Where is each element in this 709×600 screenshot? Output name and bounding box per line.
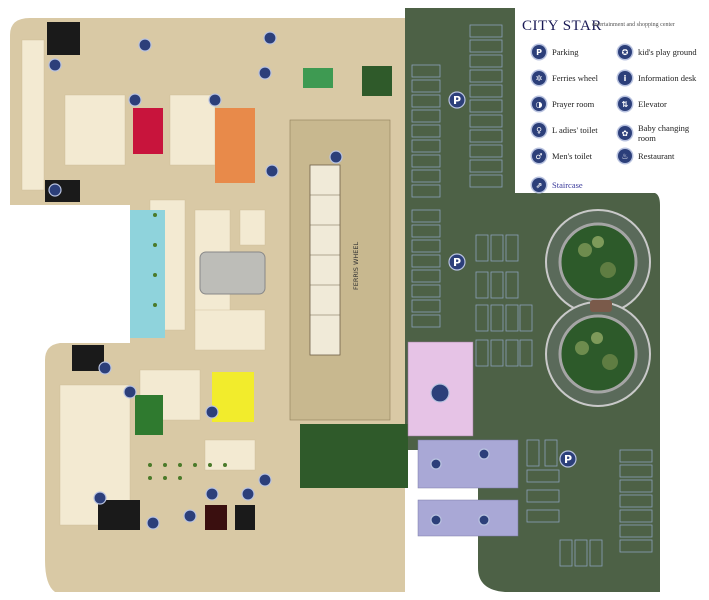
legend-item-ladies-toilet: ♀ L adies' toilet <box>532 123 598 137</box>
restaurant-green <box>135 395 163 435</box>
elevator-icon <box>263 31 277 45</box>
legend-label: Staircase <box>552 180 583 190</box>
legend-item-parking: P Parking <box>532 45 578 59</box>
parking-stalls <box>411 24 653 567</box>
legend-label: Information desk <box>638 73 697 83</box>
central-hall <box>199 251 266 295</box>
restaurant-icon <box>205 405 219 419</box>
legend-item-ferris-wheel: ✲ Ferries wheel <box>532 71 598 85</box>
legend-subtitle: entertainment and shopping center <box>592 22 675 28</box>
restaurant-icon <box>48 58 62 72</box>
ferris-wheel-track <box>309 164 341 356</box>
water-feature <box>130 210 165 338</box>
legend-label: Elevator <box>638 99 667 109</box>
legend-label: Restaurant <box>638 151 675 161</box>
prayer-room-icon <box>430 383 450 403</box>
baby-changing-icon: ✿ <box>618 126 632 140</box>
ferris-wheel-icon <box>329 150 343 164</box>
garden-area-south <box>300 424 408 488</box>
legend-item-mens-toilet: ♂ Men's toilet <box>532 149 592 163</box>
prayer-room-icon: ◑ <box>532 97 546 111</box>
restaurant-icon <box>98 361 112 375</box>
restaurant-icon <box>205 487 219 501</box>
restaurant-icon <box>183 509 197 523</box>
ferris-wheel-icon: ✲ <box>532 71 546 85</box>
parking-label-1: P <box>453 94 461 107</box>
legend-item-baby-changing: ✿ Baby changing room <box>618 123 709 143</box>
legend-title: CITY STAR <box>522 18 602 34</box>
legend-label: Prayer room <box>552 99 595 109</box>
restaurant-icon <box>241 487 255 501</box>
restaurant-icon: ♨ <box>618 149 632 163</box>
legend-label: Parking <box>552 47 579 57</box>
restaurant-orange <box>215 108 255 183</box>
restaurant-black-north <box>47 22 80 55</box>
parking-icon: P <box>532 45 546 59</box>
legend-label: Ferries wheel <box>552 73 599 83</box>
legend-item-elevator: ⇅ Elevator <box>618 97 667 111</box>
ladies-toilet-icon <box>430 514 442 526</box>
parking-icon-1 <box>448 91 466 109</box>
legend-label: L adies' toilet <box>552 125 598 135</box>
restaurant-black-south-2 <box>235 505 255 530</box>
legend-label: kid's play ground <box>638 47 697 57</box>
information-icon <box>258 66 272 80</box>
toilet-icons[interactable] <box>430 448 490 526</box>
garden-area-north <box>362 66 392 96</box>
elevator-icon: ⇅ <box>618 97 632 111</box>
legend-item-staircase: ⇗ Staircase <box>532 178 583 192</box>
restaurant-black-south <box>98 500 140 530</box>
parking-label-3: P <box>564 453 572 466</box>
ladies-toilet-icon <box>430 458 442 470</box>
restaurant-icon <box>93 491 107 505</box>
information-icon: i <box>618 71 632 85</box>
restaurant-icon <box>48 183 62 197</box>
parking-icon-2 <box>448 253 466 271</box>
restaurant-dark-red <box>205 505 227 530</box>
kids-play-area <box>303 68 333 88</box>
mens-toilet-icon: ♂ <box>532 149 546 163</box>
staircase-icon: ⇗ <box>532 178 546 192</box>
legend-item-playground: ✪ kid's play ground <box>618 45 697 59</box>
ladies-toilet-icon: ♀ <box>532 123 546 137</box>
ferris-wheel-label: FERRIS WHEEL <box>352 241 360 290</box>
legend-item-prayer-room: ◑ Prayer room <box>532 97 594 111</box>
ferris-wheel-icon <box>265 164 279 178</box>
restaurant-icon <box>123 385 137 399</box>
roundabouts <box>545 209 651 407</box>
map-icons[interactable] <box>48 31 577 530</box>
restaurant-icon <box>208 93 222 107</box>
restaurant-red <box>133 108 163 154</box>
mens-toilet-icon <box>478 448 490 460</box>
baby-changing-icon <box>146 516 160 530</box>
legend-label: Men's toilet <box>552 151 593 161</box>
restaurant-icon <box>128 93 142 107</box>
legend-item-restaurant: ♨ Restaurant <box>618 149 674 163</box>
planter-dots <box>148 213 227 480</box>
parking-label-2: P <box>453 256 461 269</box>
legend-label: Baby changing room <box>637 123 690 143</box>
elevator-icon <box>138 38 152 52</box>
restaurant-yellow <box>212 372 254 422</box>
mens-toilet-icon <box>478 514 490 526</box>
information-icon <box>258 473 272 487</box>
parking-icon-3 <box>559 450 577 468</box>
ferris-wheel-cabins <box>310 194 340 316</box>
legend-item-information: i Information desk <box>618 71 696 85</box>
playground-icon: ✪ <box>618 45 632 59</box>
